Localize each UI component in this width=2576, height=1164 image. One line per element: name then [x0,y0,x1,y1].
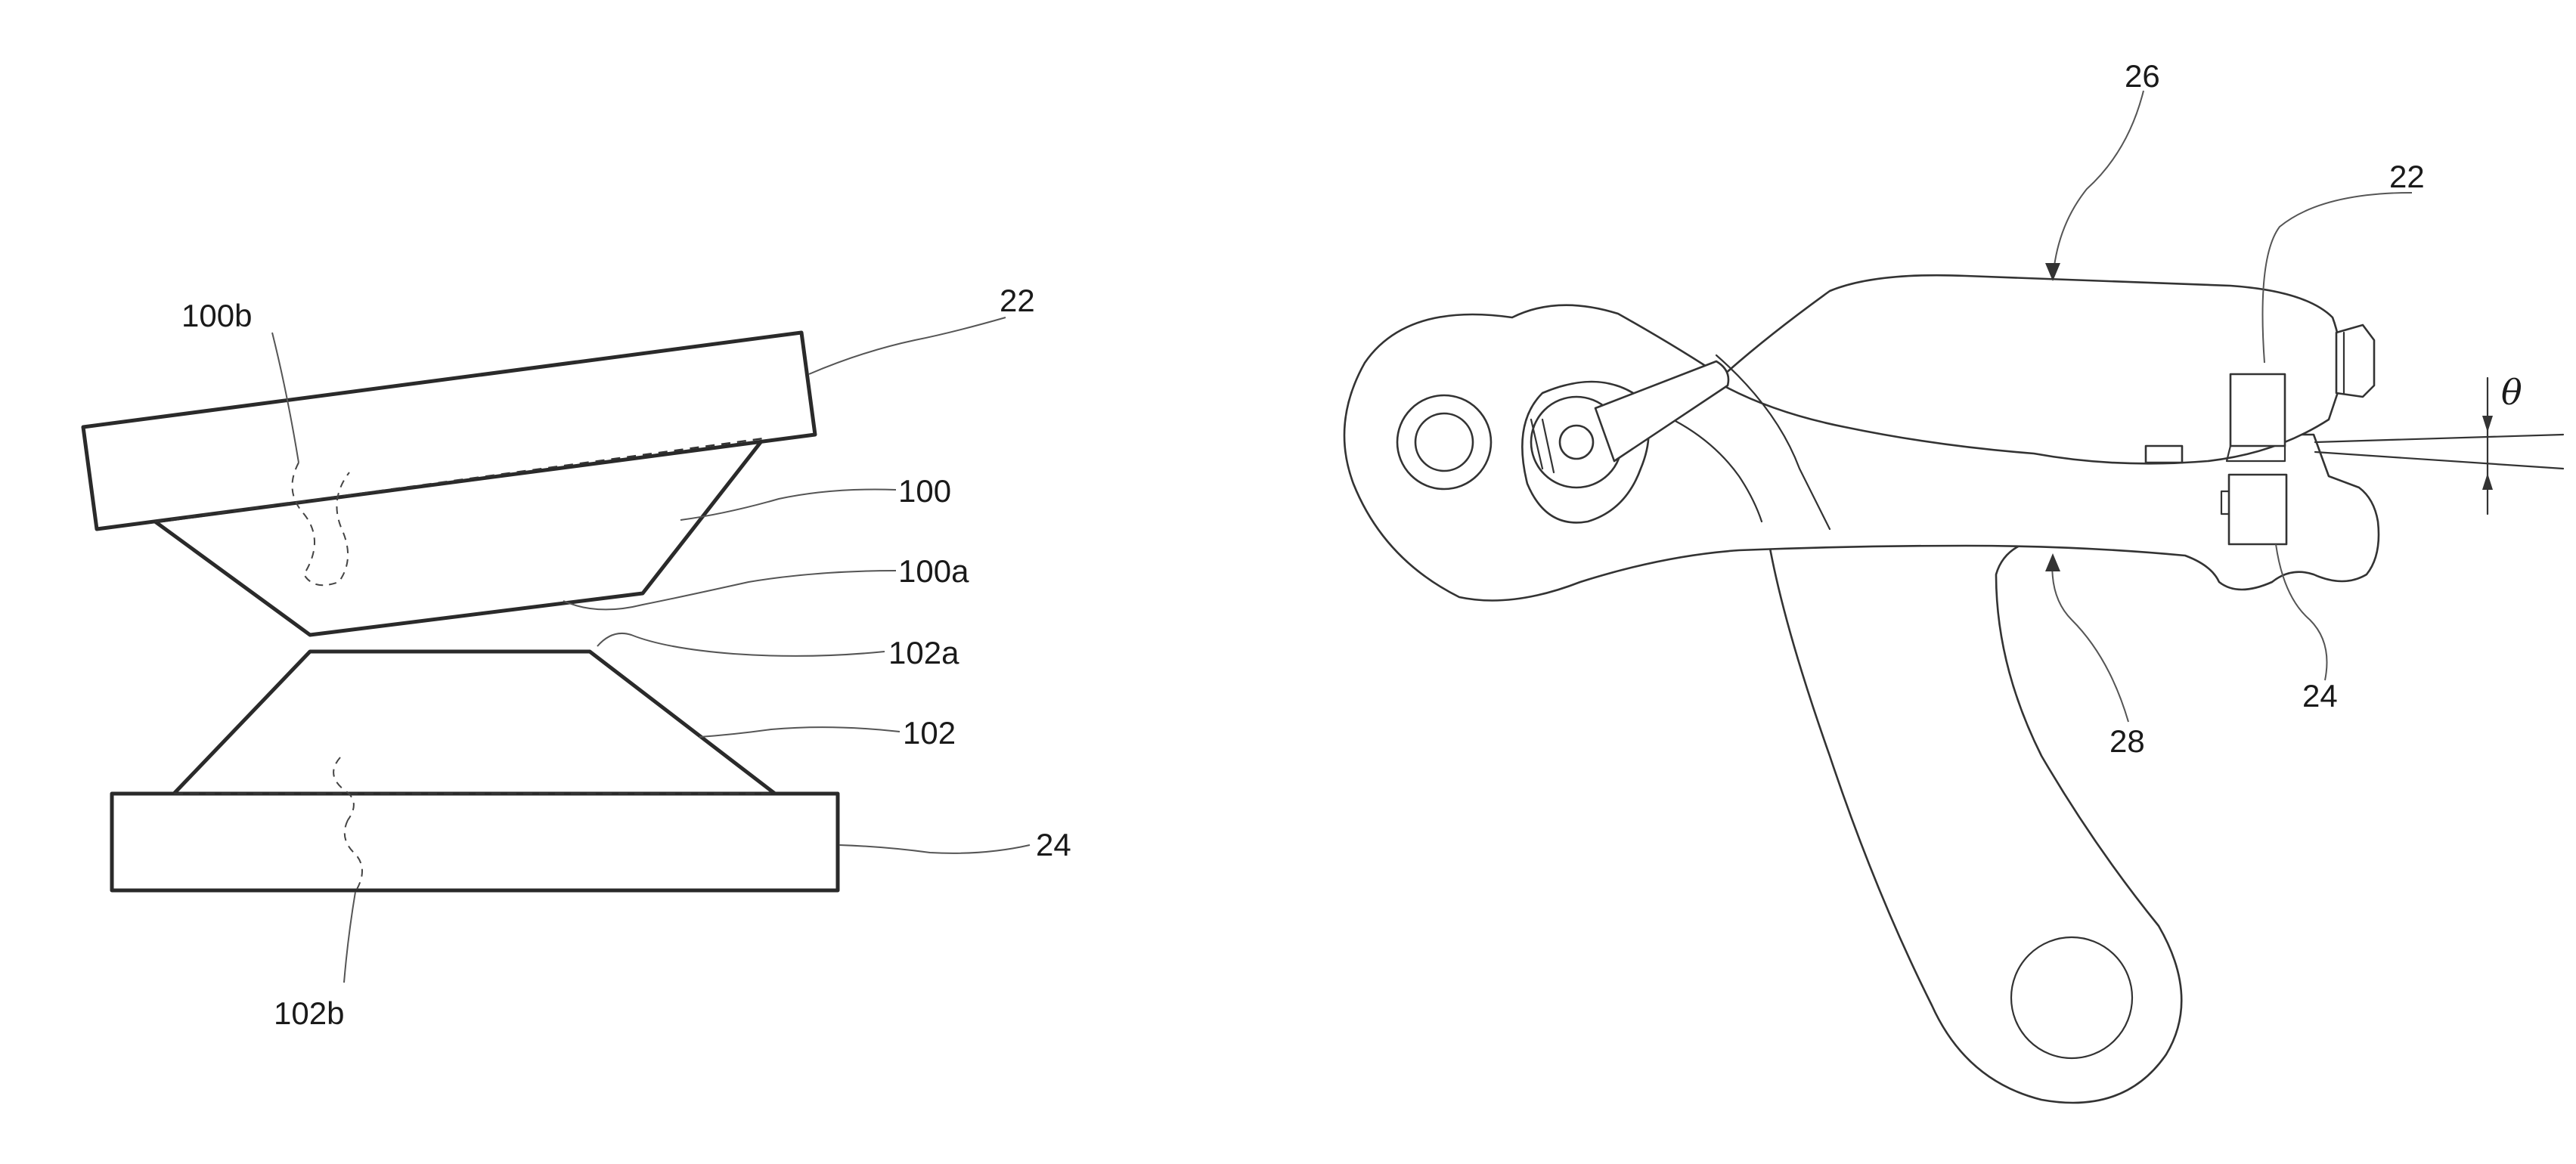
theta-arrow-upper [2482,416,2493,432]
theta-line-upper [2315,435,2563,442]
label-102a: 102a [888,635,959,670]
label-24-left: 24 [1036,827,1071,862]
leader-102a [597,633,885,656]
label-24-right: 24 [2302,678,2338,714]
label-28: 28 [2109,723,2145,759]
tip-bolt [2336,325,2374,397]
label-22-right: 22 [2389,159,2425,194]
lower-holder-24 [112,794,838,890]
pivot-pin-inner [1415,413,1473,471]
label-102: 102 [903,715,956,751]
leader-102b [344,892,355,983]
label-100: 100 [898,473,951,509]
label-102b: 102b [274,995,344,1031]
electrode-tip-102 [174,652,775,794]
left-figure-electrode-detail: 100b 22 100 100a 102a 102 24 102b [83,283,1071,1031]
label-theta: θ [2501,372,2522,413]
leader-102 [699,727,900,737]
lower-electrode-holder-24 [2229,475,2286,544]
leader-26 [2053,91,2144,280]
label-26: 26 [2125,58,2160,94]
lower-arm-28 [1769,540,2181,1103]
contact-pad [2146,446,2182,463]
leader-24-left [839,845,1030,853]
label-100b: 100b [181,298,252,333]
theta-arrow-lower [2482,473,2493,490]
cam-roller-inner [1560,426,1593,459]
leader-22-left [809,317,1006,374]
theta-line-lower [2315,452,2563,469]
upper-electrode-holder-22 [2230,374,2285,446]
right-figure-welding-gun: 26 22 θ 24 28 [1344,58,2563,1103]
leader-28-arrow [2045,553,2060,571]
leader-28 [2052,556,2128,722]
label-22-left: 22 [1000,283,1035,318]
label-100a: 100a [898,553,969,589]
